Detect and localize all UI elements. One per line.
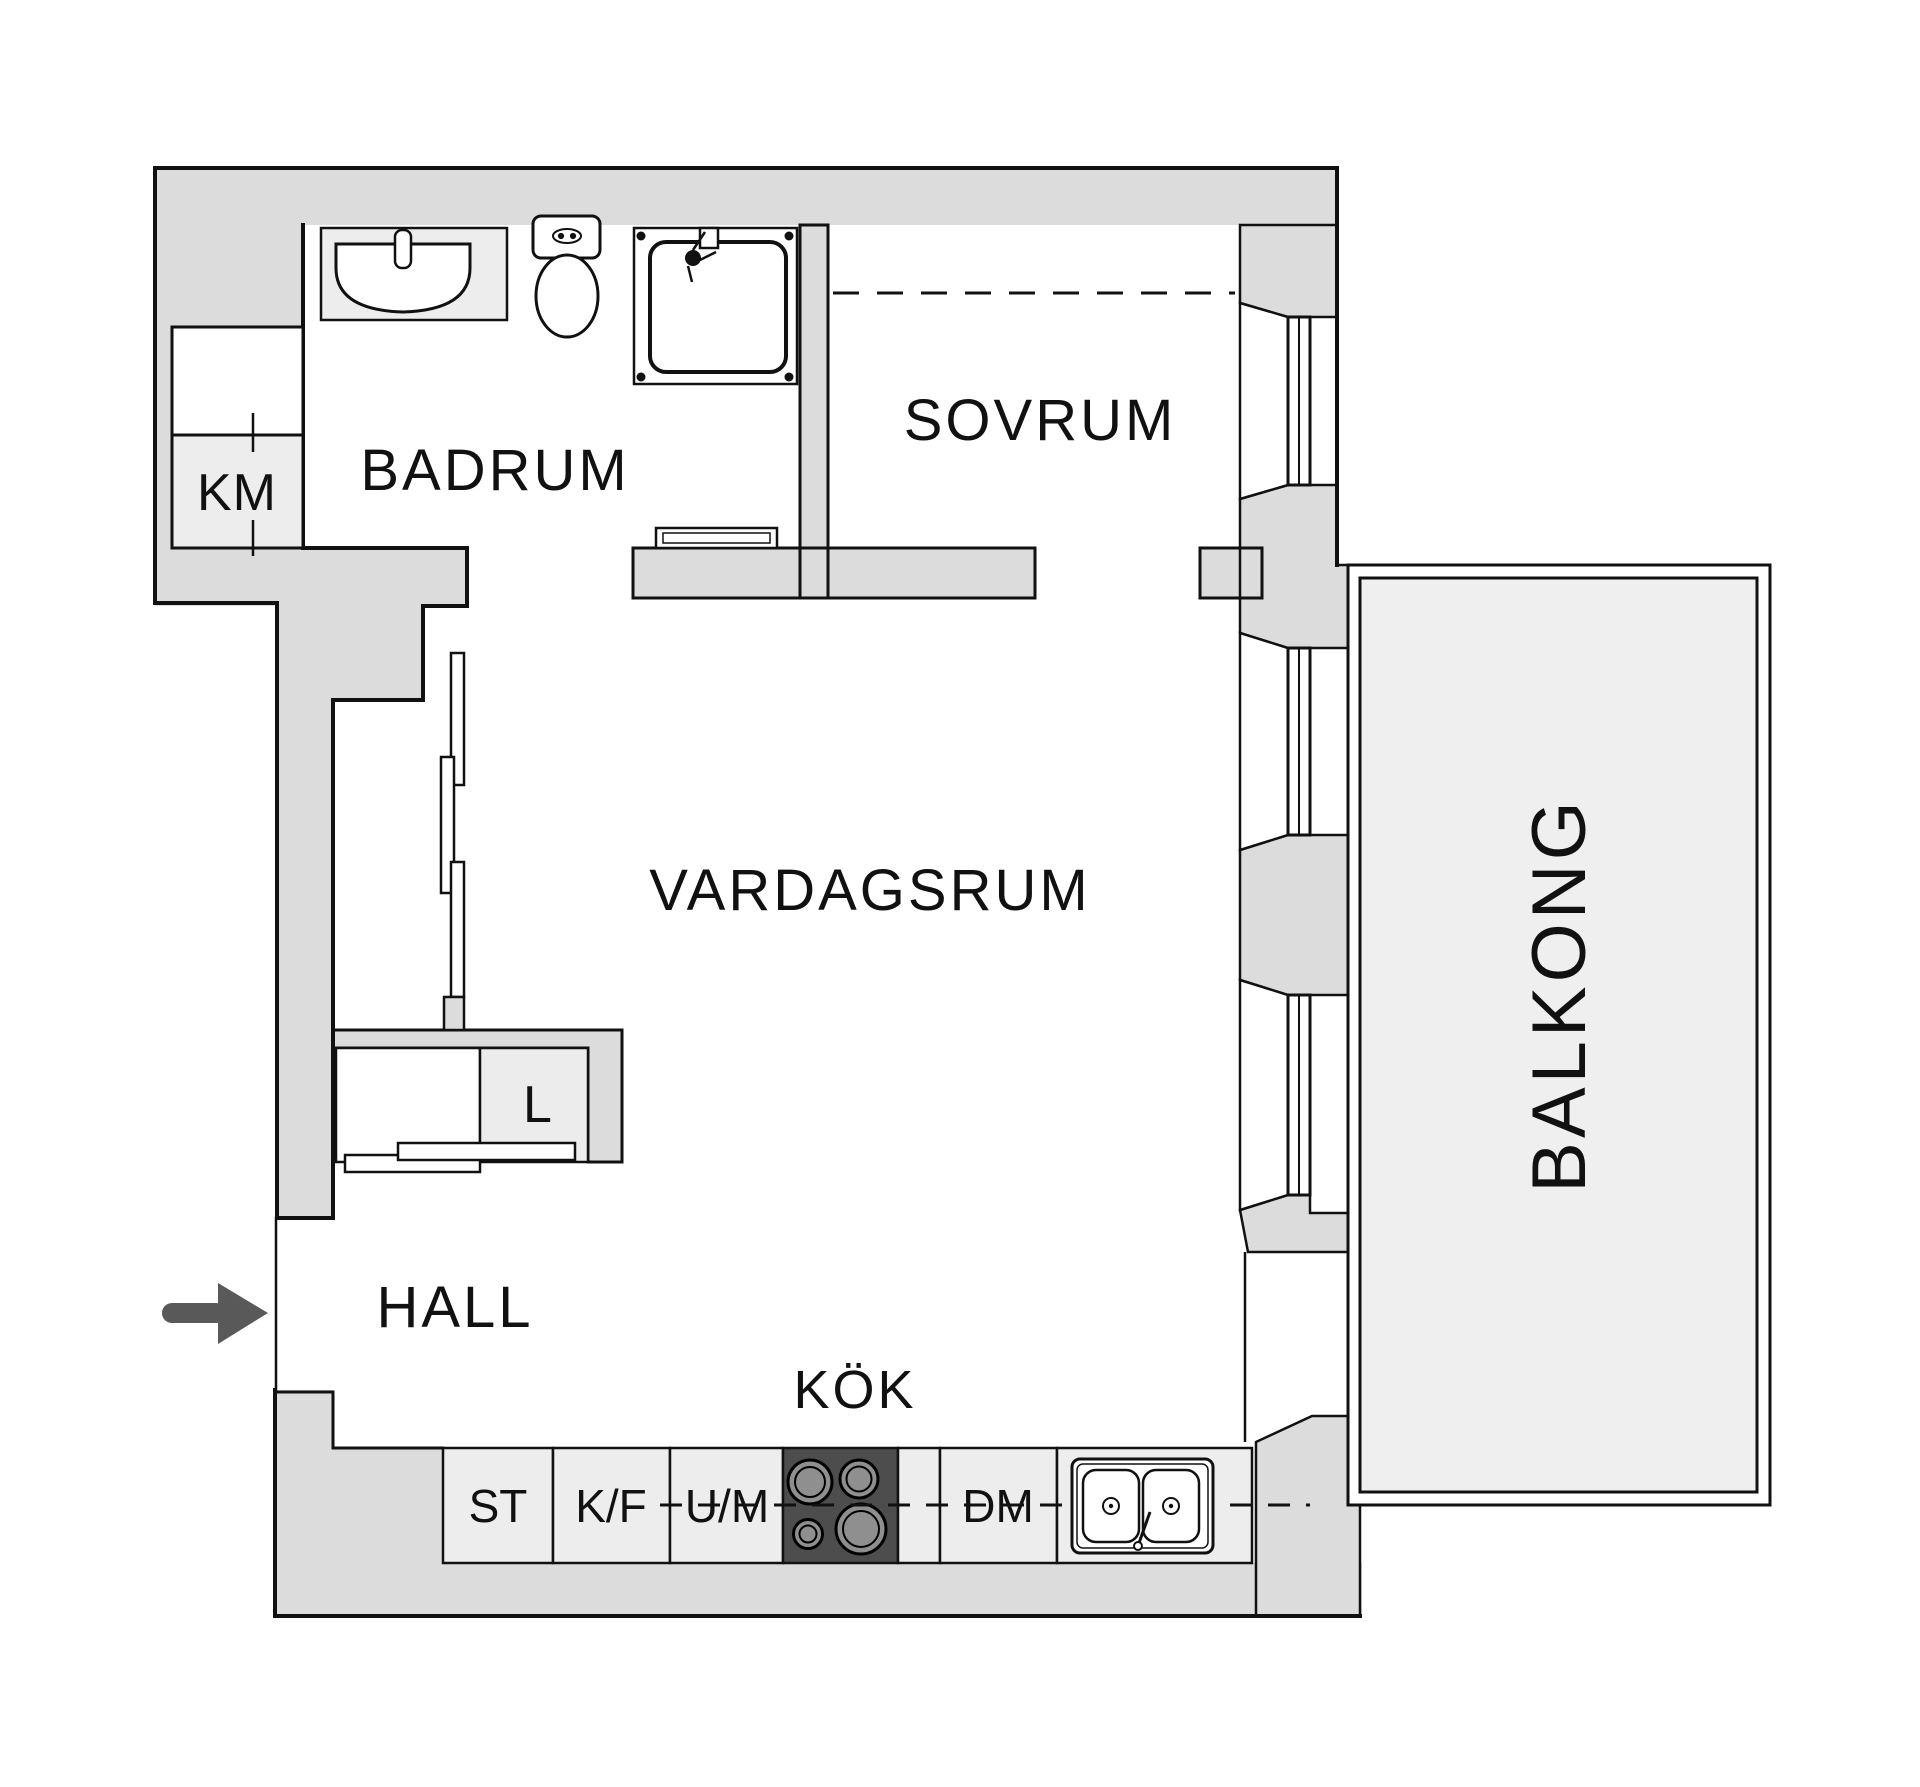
arrow-head xyxy=(218,1283,268,1344)
kitchen-sink-icon xyxy=(1070,1457,1215,1555)
bedroom-window-reveal xyxy=(1238,301,1290,501)
wall-entry-lower xyxy=(275,1390,333,1618)
label-oven-microwave: U/M xyxy=(685,1480,769,1532)
living-window1-reveal xyxy=(1238,631,1290,852)
room-label-hall: HALL xyxy=(376,1275,533,1340)
shower-icon xyxy=(632,226,799,386)
shower-corner-dot xyxy=(784,231,794,241)
cabinet-kf xyxy=(551,1446,672,1565)
km-bench xyxy=(170,325,305,437)
sink-drain-dot xyxy=(1108,1503,1114,1509)
burner-inner xyxy=(842,1510,880,1548)
wall-bathroom-south-step xyxy=(333,598,423,700)
wall-outlines xyxy=(153,166,1362,1618)
washing-machine-niche xyxy=(170,325,305,556)
wall-closet-top xyxy=(333,1030,622,1048)
wall-closet-right xyxy=(588,1048,622,1162)
burner xyxy=(792,1518,824,1550)
bathroom-sliding-door xyxy=(654,526,779,550)
shower-corner-dot xyxy=(636,231,646,241)
shower-enclosure xyxy=(632,226,799,386)
bathroom-door-leaf-inner xyxy=(662,532,771,544)
arrow-shaft xyxy=(162,1303,226,1323)
wall-bathroom-bedroom-divider xyxy=(800,225,828,598)
room-label-kitchen: KÖK xyxy=(793,1360,916,1420)
outline-bottom xyxy=(273,1388,1362,1618)
shower-corner-dot xyxy=(784,372,794,382)
washbasin-tap-icon xyxy=(393,228,413,270)
windows xyxy=(1238,301,1312,1442)
km-unit xyxy=(170,433,305,550)
shower-mixer xyxy=(698,226,720,250)
room-label-balcony: BALKONG xyxy=(1517,797,1602,1192)
wall-top xyxy=(155,168,1337,225)
sink-faucet xyxy=(1137,1511,1152,1544)
label-closet: L xyxy=(523,1076,553,1134)
balcony xyxy=(1346,563,1772,1507)
shower-corner-dot xyxy=(636,372,646,382)
shower-hose xyxy=(686,231,717,283)
pier-1 xyxy=(1238,483,1362,650)
toilet-button-dot xyxy=(569,232,577,240)
living-window2-reveal xyxy=(1238,978,1290,1212)
bathroom-fixtures xyxy=(319,214,799,550)
outline-hall-step xyxy=(273,1390,445,1450)
cabinet-um xyxy=(668,1446,785,1565)
burner-inner xyxy=(798,1524,818,1544)
balcony-floor xyxy=(1358,576,1759,1494)
shower-head xyxy=(685,250,701,266)
wall-kitchen-balcony-corner xyxy=(1254,1414,1362,1618)
outline-top-left xyxy=(153,166,1339,1220)
washbasin-icon xyxy=(334,242,472,314)
closet xyxy=(334,1046,590,1174)
stove-burners xyxy=(786,1458,888,1556)
room-label-bedroom: SOVRUM xyxy=(904,388,1177,453)
toilet-button-dot xyxy=(557,232,565,240)
sliding-panel-1 xyxy=(449,651,466,787)
wall-bottom xyxy=(333,1563,1362,1618)
room-label-bathroom: BADRUM xyxy=(360,438,629,503)
wall-bathroom-bedroom-south xyxy=(633,548,1035,598)
sink-drain-dot xyxy=(1168,1503,1174,1509)
toilet-icon xyxy=(531,214,602,339)
outline-divider xyxy=(798,223,830,600)
sliding-panel-3 xyxy=(449,860,466,999)
cabinet-st xyxy=(441,1446,555,1565)
sink-faucet-base xyxy=(1133,1541,1143,1551)
wall-left-band xyxy=(277,557,333,1218)
slider-stub xyxy=(442,995,466,1032)
closet-sliding-door-right xyxy=(396,1141,577,1162)
outline-bath-bed-south xyxy=(631,546,1037,600)
outline-bed-jamb xyxy=(1198,546,1264,600)
sliding-panel-2 xyxy=(439,755,456,895)
burner-inner xyxy=(794,1466,826,1498)
toilet-bowl xyxy=(534,253,600,339)
label-washing-machine: KM xyxy=(197,464,277,522)
label-fridge-freezer: K/F xyxy=(575,1480,647,1532)
pier-top xyxy=(1238,223,1339,319)
label-tall-cabinet: ST xyxy=(469,1480,528,1532)
sliding-partition xyxy=(439,651,466,1032)
label-dishwasher: DM xyxy=(962,1480,1034,1532)
room-label-living-room: VARDAGSRUM xyxy=(649,858,1090,923)
entrance-arrow-icon xyxy=(162,1283,268,1344)
pier-2 xyxy=(1238,833,1362,997)
burner-inner xyxy=(845,1465,873,1493)
toilet-buttons xyxy=(552,228,582,244)
